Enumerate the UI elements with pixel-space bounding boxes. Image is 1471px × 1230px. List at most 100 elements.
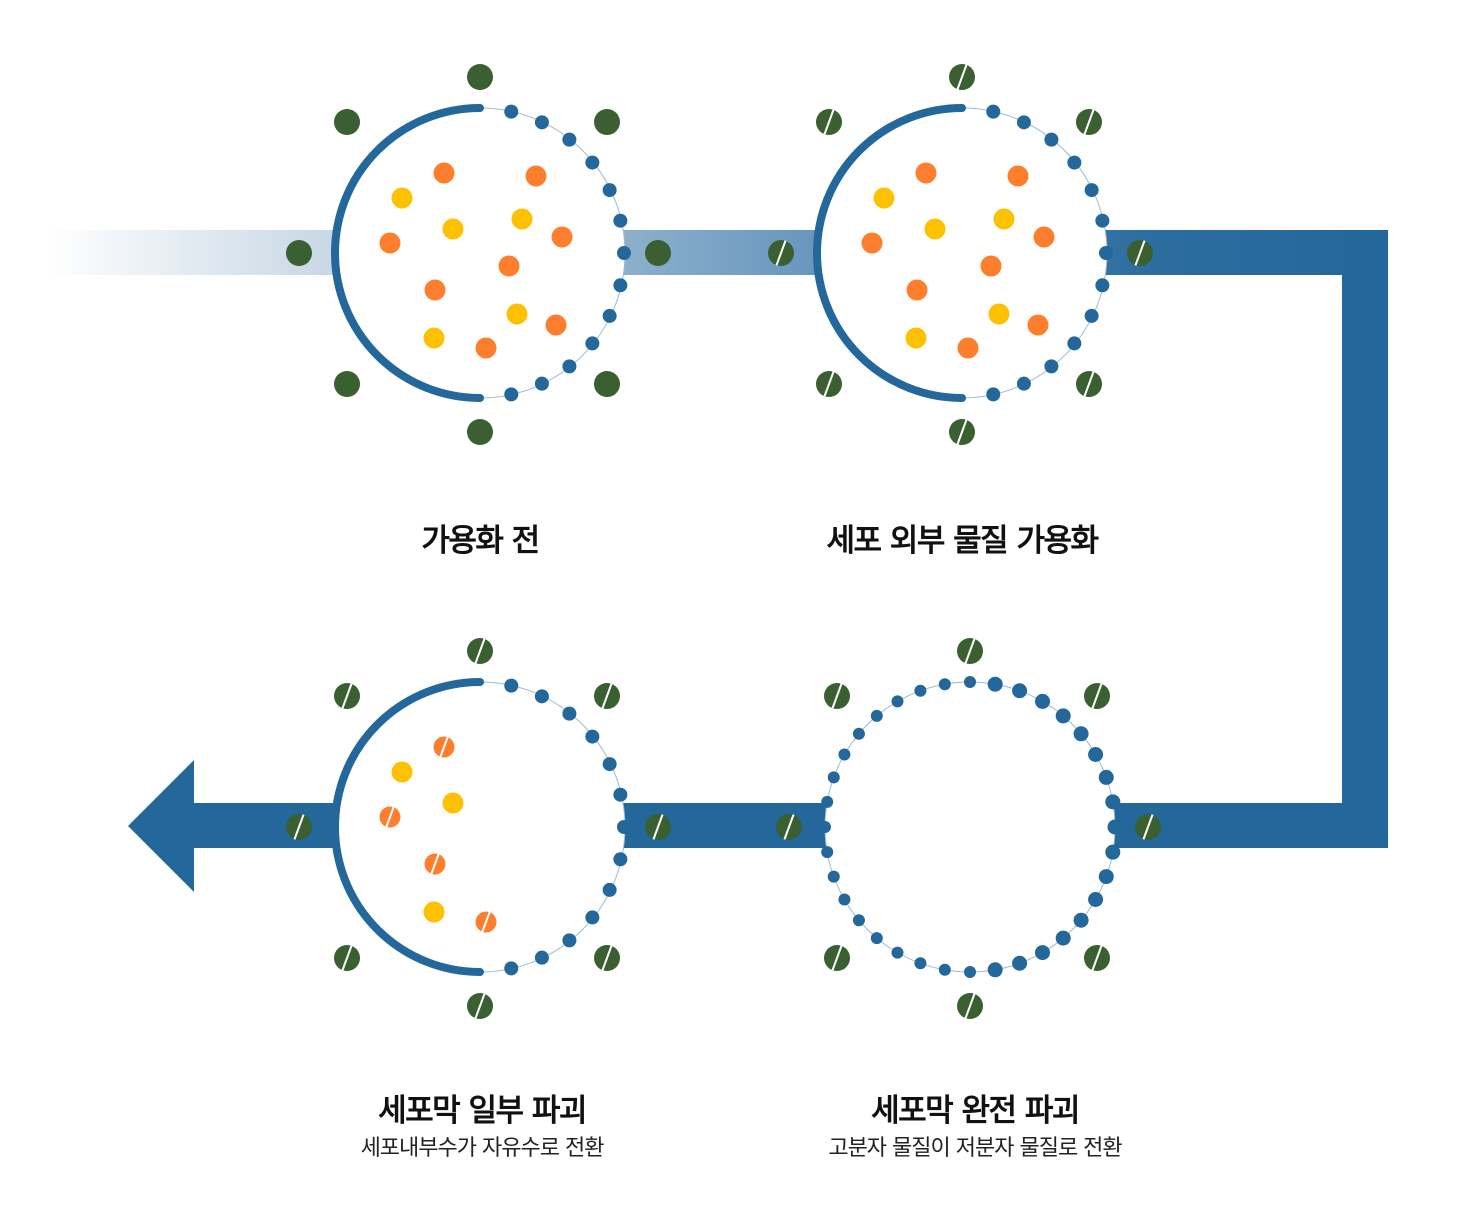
- inner-particle-body: [525, 165, 547, 187]
- stage-title-partial: 세포막 일부 파괴: [378, 1093, 587, 1129]
- outer-particle-split-line: [341, 683, 353, 709]
- outer-particle-split-line: [601, 683, 613, 709]
- membrane-dot: [1088, 747, 1104, 762]
- membrane-dot: [504, 387, 519, 402]
- outer-particle-body: [645, 240, 671, 266]
- membrane-dot: [562, 132, 577, 147]
- inner-particle-body: [391, 761, 413, 783]
- membrane-dot: [1098, 869, 1114, 885]
- membrane-dot: [1055, 708, 1071, 724]
- membrane-dot: [613, 213, 628, 228]
- inner-particle-split-line: [385, 806, 395, 828]
- outer-particle-split-line: [964, 993, 976, 1019]
- outer-particle-split-line: [775, 240, 787, 266]
- outer-particle: [949, 64, 975, 90]
- outer-particle: [286, 814, 312, 840]
- inner-particle-body: [442, 792, 464, 814]
- membrane-dot: [1084, 183, 1099, 198]
- outer-particle: [645, 814, 671, 840]
- inner-particle: [379, 232, 401, 254]
- membrane-dot: [1099, 246, 1113, 260]
- stage-title-external: 세포 외부 물질 가용화: [826, 523, 1099, 559]
- membrane-dot: [827, 870, 840, 883]
- outer-particle: [467, 993, 493, 1019]
- process-flow-band: [45, 230, 1388, 892]
- inner-particle: [475, 911, 497, 933]
- membrane-dot: [585, 155, 600, 170]
- inner-particle-body: [993, 208, 1015, 230]
- outer-particle: [645, 240, 671, 266]
- outer-particle: [467, 638, 493, 664]
- membrane-dot: [1098, 769, 1114, 785]
- inner-particle: [511, 208, 533, 230]
- outer-particle: [467, 419, 493, 445]
- inner-particle: [924, 218, 946, 240]
- outer-particle-split-line: [783, 814, 795, 840]
- membrane-dot: [914, 957, 927, 970]
- inner-particle: [442, 792, 464, 814]
- outer-particle-split-line: [1142, 814, 1154, 840]
- membrane-dot: [870, 932, 883, 945]
- outer-particle-body: [334, 371, 360, 397]
- outer-particle: [816, 371, 842, 397]
- inner-particle-body: [980, 255, 1002, 277]
- membrane-dot: [602, 882, 617, 897]
- inner-particle-body: [475, 337, 497, 359]
- outer-particle-split-line: [823, 371, 835, 397]
- membrane-dot: [821, 795, 834, 808]
- inner-particle: [424, 279, 446, 301]
- outer-particle: [1084, 945, 1110, 971]
- outer-particle: [334, 683, 360, 709]
- membrane-dot: [838, 748, 851, 761]
- inner-particle: [433, 162, 455, 184]
- outer-particle: [1127, 240, 1153, 266]
- outer-particle-split-line: [1134, 240, 1146, 266]
- inner-particle: [1027, 314, 1049, 336]
- outer-particle: [334, 945, 360, 971]
- membrane-dot: [1105, 794, 1121, 810]
- membrane-solid-arc: [813, 104, 966, 402]
- inner-particle: [980, 255, 1002, 277]
- outer-particle-split-line: [1091, 683, 1103, 709]
- outer-particle-split-line: [341, 945, 353, 971]
- inner-particle-body: [988, 303, 1010, 325]
- cell-before: [286, 64, 671, 445]
- cell-outline: [824, 681, 1116, 973]
- outer-particle-body: [594, 371, 620, 397]
- outer-particle: [594, 945, 620, 971]
- outer-particle: [334, 109, 360, 135]
- membrane-dot: [891, 695, 904, 708]
- outer-particle-body: [334, 109, 360, 135]
- membrane-dot: [819, 821, 831, 833]
- membrane-dot: [838, 893, 851, 906]
- membrane-dot: [602, 308, 617, 323]
- outer-particle: [957, 638, 983, 664]
- inner-particle: [551, 226, 573, 248]
- membrane-dot: [1084, 308, 1099, 323]
- membrane-dot: [1073, 726, 1089, 742]
- inner-particle-body: [511, 208, 533, 230]
- membrane-dot: [1095, 213, 1110, 228]
- inner-particle-body: [1033, 226, 1055, 248]
- membrane-dot: [562, 359, 577, 374]
- inner-particle: [993, 208, 1015, 230]
- membrane-dot: [534, 689, 549, 704]
- inner-particle-body: [433, 162, 455, 184]
- membrane-dot: [562, 706, 577, 721]
- outer-particle: [594, 683, 620, 709]
- membrane-solid-arc: [331, 678, 484, 976]
- inner-particle: [391, 761, 413, 783]
- outer-particle: [776, 814, 802, 840]
- outer-particle-body: [467, 64, 493, 90]
- outer-particle: [286, 240, 312, 266]
- membrane-dot: [986, 387, 1001, 402]
- outer-particle: [1076, 109, 1102, 135]
- membrane-dot: [534, 376, 549, 391]
- membrane-dot: [1095, 278, 1110, 293]
- inner-particle-body: [423, 327, 445, 349]
- outer-particle: [1135, 814, 1161, 840]
- membrane-dot: [534, 950, 549, 965]
- membrane-dot: [585, 729, 600, 744]
- inner-particle-body: [861, 232, 883, 254]
- stage-title-before: 가용화 전: [421, 523, 540, 559]
